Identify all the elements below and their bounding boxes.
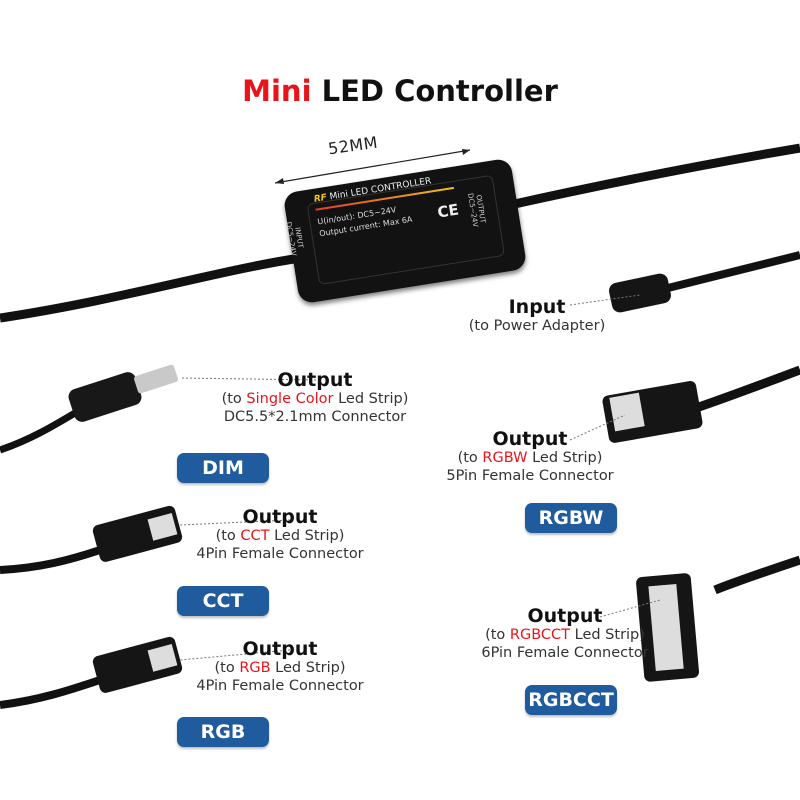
leader-lines [179,294,661,661]
rgbcct-pins [648,583,684,672]
cct-cable [0,546,102,574]
text: (to [221,390,247,407]
output-heading: Output [277,369,353,391]
text: Led Strip) [269,527,345,544]
dc-female-jack-icon [609,273,671,313]
connector-type: DC5.5*2.1mm Connector [223,409,407,425]
connector-type: 4Pin Female Connector [196,678,364,694]
input-cable [0,253,301,323]
text: Led Strip) [527,449,603,466]
output-heading: Output [527,605,603,627]
title-highlight: Mini [242,74,312,108]
ce-mark: CE [436,200,460,222]
dim-cable [0,406,82,454]
output-heading: Output [492,428,568,450]
output-label-rgb: Output (to RGB Led Strip) 4Pin Female Co… [130,640,430,696]
rgb-cable [0,676,102,709]
connector-type: 6Pin Female Connector [481,645,649,661]
strip-type: CCT [240,527,270,544]
dc-plug-tip [134,364,178,394]
connector-type: 4Pin Female Connector [196,546,364,562]
output-target: (to CCT Led Strip) [130,527,430,546]
badge-rgbw: RGBW [525,503,617,533]
dimension-arrow [274,149,471,184]
rgb-pins [147,644,178,672]
strip-type: RGBCCT [509,626,571,643]
text: (to [485,626,510,643]
text: (to [457,449,483,466]
dc-male-plug-icon [68,372,142,422]
output-heading: Output [242,506,318,528]
cct-pins [147,513,178,541]
text: Led Strip) [270,659,346,676]
rgbw-cable [688,365,800,415]
output-target: (to RGBW Led Strip) [380,449,680,468]
brand-logo: RF [313,192,328,205]
title-rest: LED Controller [321,74,558,108]
rgbw-pins [609,392,645,432]
input-heading: Input [508,296,566,318]
badge-cct: CCT [177,586,269,616]
strip-type: Single Color [246,390,334,407]
output-target: (to RGBCCT Led Strip) [415,626,715,645]
strip-type: RGBW [482,449,528,466]
text: Led Strip) [333,390,409,407]
input-sub: (to Power Adapter) [468,317,606,334]
output-target: (to RGB Led Strip) [130,659,430,678]
badge-rgbcct: RGBCCT [525,685,617,715]
output-heading: Output [242,638,318,660]
input-label: Input (to Power Adapter) [437,298,637,335]
strip-type: RGB [239,659,271,676]
output-target: (to Single Color Led Strip) [165,390,465,409]
badge-rgb: RGB [177,717,269,747]
text: (to [214,659,240,676]
text: Led Strip) [570,626,645,643]
arrowhead-left-icon [275,178,284,184]
text: (to [215,527,241,544]
output-label-rgbw: Output (to RGBW Led Strip) 5Pin Female C… [380,430,680,486]
badge-dim: DIM [177,453,269,483]
connector-type: 5Pin Female Connector [446,468,614,484]
output-label-dim: Output (to Single Color Led Strip) DC5.5… [165,371,465,427]
page-title: Mini LED Controller [0,74,800,108]
arrowhead-right-icon [462,149,470,155]
output-label-rgbcct: Output (to RGBCCT Led Strip) 6Pin Female… [415,607,715,663]
jack-cable [659,251,800,294]
output-cable [509,143,800,210]
output-label-cct: Output (to CCT Led Strip) 4Pin Female Co… [130,508,430,564]
rgbcct-cable [713,555,800,595]
